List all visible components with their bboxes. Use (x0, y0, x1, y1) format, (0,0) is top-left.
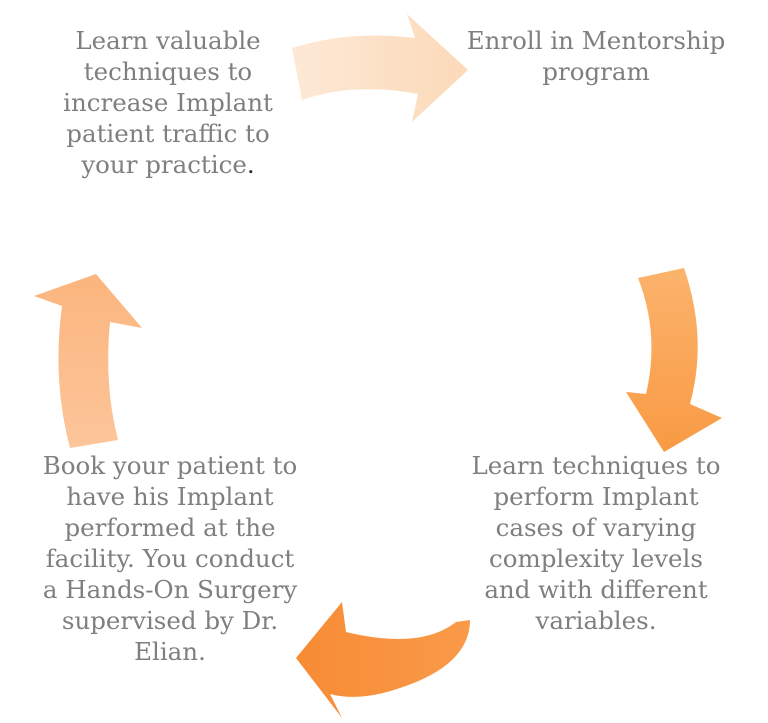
step-1-last-line: your practice. (48, 149, 288, 180)
step-4-line: Book your patient to (42, 451, 298, 480)
step-3-line: Learn techniques to (471, 451, 721, 480)
arrow-step1-to-step2 (292, 14, 468, 122)
step-3-line: and with different (484, 575, 708, 604)
step-4-line: facility. You conduct (45, 544, 295, 573)
step-2-line: Enroll in Mentorship (466, 26, 726, 55)
step-1-line: patient traffic to (66, 119, 270, 148)
arrow-step2-to-step3 (626, 268, 722, 452)
step-3-line: complexity levels (489, 544, 703, 573)
step-1-line: Learn valuable (75, 26, 261, 55)
step-4-line: have his Implant (66, 482, 274, 511)
step-1-text: Learn valuable techniques to increase Im… (48, 25, 288, 180)
step-3-line: cases of varying (495, 513, 697, 542)
step-1-line: your practice (81, 150, 247, 179)
step-4-line: supervised by Dr. (61, 606, 279, 635)
step-4-line: Elian. (134, 637, 206, 666)
step-2-text: Enroll in Mentorship program (462, 25, 730, 87)
step-3-line: variables. (535, 606, 657, 635)
step-4-text: Book your patient to have his Implant pe… (40, 450, 300, 667)
step-2-line: program (542, 57, 650, 86)
step-1-line: techniques to (83, 57, 253, 86)
arrow-step3-to-step4 (296, 602, 470, 718)
step-1-period: . (246, 150, 255, 179)
step-3-text: Learn techniques to perform Implant case… (456, 450, 736, 636)
arrow-step4-to-step1 (34, 274, 142, 448)
step-4-line: performed at the (64, 513, 276, 542)
step-3-line: perform Implant (493, 482, 699, 511)
step-1-line: increase Implant (63, 88, 273, 117)
step-4-line: a Hands-On Surgery (42, 575, 298, 604)
